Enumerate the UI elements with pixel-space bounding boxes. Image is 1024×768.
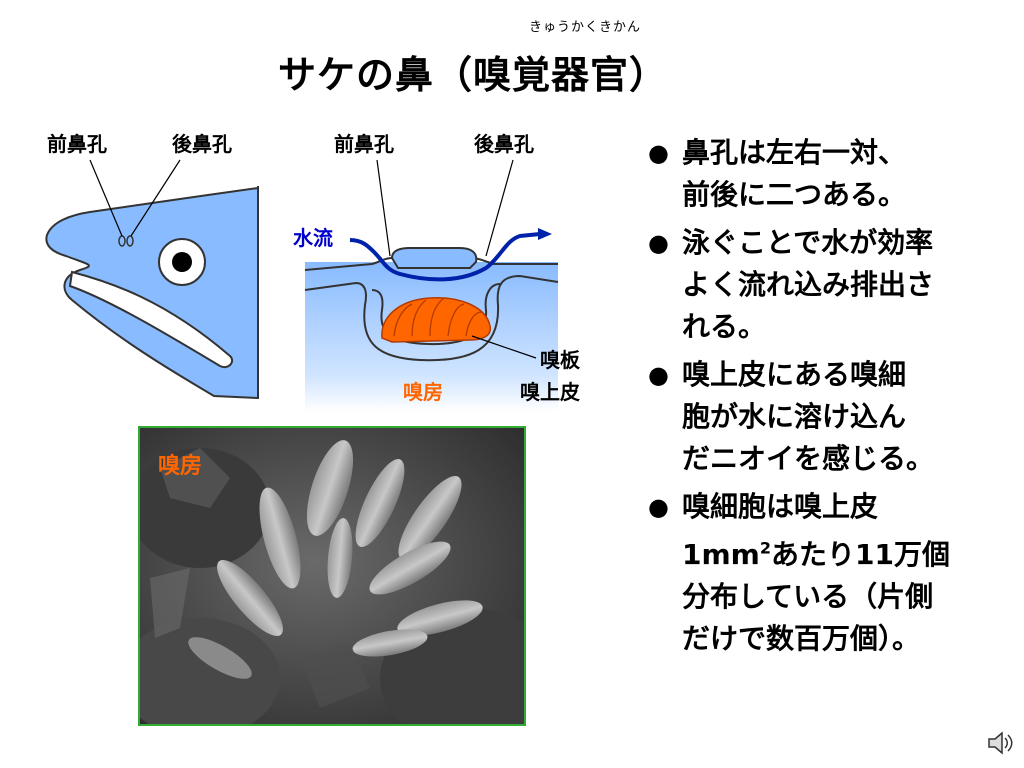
photo-label-olfactory-chamber: 嗅房 bbox=[158, 454, 203, 479]
nose-diagram bbox=[45, 159, 559, 412]
micrograph-image bbox=[140, 428, 524, 724]
micrograph-photo: 嗅房 bbox=[138, 426, 526, 726]
fish-label-front-nostril: 前鼻孔 bbox=[47, 132, 107, 156]
bullet-line: 鼻孔は左右一対、 bbox=[682, 136, 907, 169]
bullet-line: 1mm2あたり11万個 bbox=[682, 538, 950, 571]
bullet-item: ● 嗅上皮にある嗅細 胞が水に溶け込ん だニオイを感じる。 bbox=[648, 354, 1008, 480]
bullet-item: ● 鼻孔は左右一対、 前後に二つある。 bbox=[648, 132, 1008, 216]
bullet-line: 泳ぐことで水が効率 bbox=[682, 226, 934, 259]
section-label-front-nostril: 前鼻孔 bbox=[334, 132, 394, 156]
bullet-line: 嗅細胞は嗅上皮 bbox=[682, 490, 879, 523]
bullet-line: れる。 bbox=[682, 310, 767, 343]
bullet-line: 分布している（片側 bbox=[682, 580, 934, 614]
fish-head bbox=[45, 159, 259, 400]
bullet-line: 前後に二つある。 bbox=[682, 178, 907, 211]
bullet-list: ● 鼻孔は左右一対、 前後に二つある。 ● 泳ぐことで水が効率 よく流れ込み排出… bbox=[648, 132, 1008, 666]
section-label-olfactory-epithelium: 嗅上皮 bbox=[520, 380, 580, 404]
unit-superscript: 2 bbox=[759, 539, 771, 558]
bullet-line: だニオイを感じる。 bbox=[682, 442, 935, 475]
unit-mm: 1mm bbox=[682, 538, 760, 572]
bullet-item: ● 嗅細胞は嗅上皮 1mm2あたり11万個 分布している（片側 だけで数百万個）… bbox=[648, 486, 1008, 660]
bullet-line: だけで数百万個）。 bbox=[682, 622, 921, 656]
bullet-line: よく流れ込み排出さ bbox=[682, 268, 935, 301]
section-label-water-flow: 水流 bbox=[293, 226, 333, 250]
section-label-olfactory-chamber: 嗅房 bbox=[403, 380, 443, 404]
bullet-line: 嗅上皮にある嗅細 bbox=[682, 358, 907, 391]
bullet-dot-icon: ● bbox=[648, 493, 669, 521]
section-label-olfactory-plate: 嗅板 bbox=[540, 348, 580, 372]
title-ruby: きゅうかくきかん bbox=[529, 20, 642, 35]
speaker-icon[interactable] bbox=[986, 728, 1016, 762]
bullet-dot-icon: ● bbox=[648, 229, 669, 257]
fish-label-back-nostril: 後鼻孔 bbox=[172, 132, 232, 156]
section-label-back-nostril: 後鼻孔 bbox=[474, 132, 534, 156]
bullet-item: ● 泳ぐことで水が効率 よく流れ込み排出さ れる。 bbox=[648, 222, 1008, 348]
page-title: サケの鼻（嗅覚器官） bbox=[278, 53, 669, 97]
cross-section bbox=[304, 159, 559, 412]
bullet-dot-icon: ● bbox=[648, 139, 669, 167]
density-text: あたり11万個 bbox=[770, 538, 950, 572]
bullet-dot-icon: ● bbox=[648, 361, 669, 389]
bullet-line: 胞が水に溶け込ん bbox=[682, 400, 907, 433]
